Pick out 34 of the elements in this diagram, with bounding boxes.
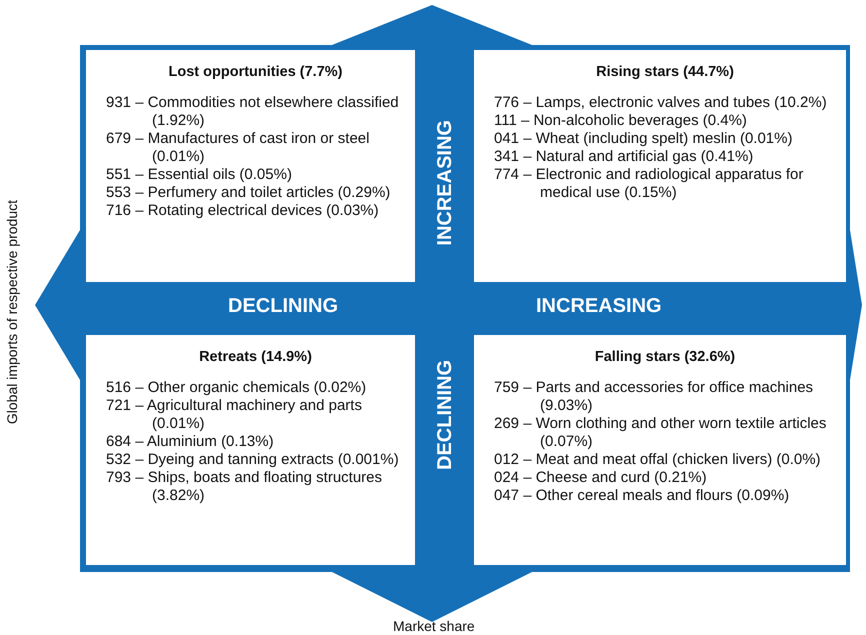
quadrant-heading: Rising stars (44.7%) — [595, 64, 735, 80]
list-item: 721 – Agricultural machinery and parts (0.01%) — [106, 397, 363, 433]
axis-direction-label: INCREASING — [536, 295, 662, 318]
quadrant-box — [86, 50, 415, 282]
list-item: 776 – Lamps, electronic valves and tubes (10.2%) — [494, 94, 828, 112]
list-item: 111 – Non-alcoholic beverages (0.4%) — [494, 112, 748, 130]
list-item: 759 – Parts and accessories for office machines (9.03%) — [494, 379, 814, 415]
quadrant-heading: Lost opportunities (7.7%) — [168, 64, 344, 80]
list-item: 516 – Other organic chemicals (0.02%) — [106, 379, 368, 397]
axis-title: Market share — [393, 618, 475, 634]
list-item: 024 – Cheese and curd (0.21%) — [494, 469, 708, 487]
quadrant-heading: Retreats (14.9%) — [198, 349, 313, 365]
list-item: 793 – Ships, boats and floating structures (3.82%) — [106, 469, 384, 505]
list-item: 341 – Natural and artificial gas (0.41%) — [494, 148, 754, 166]
list-item: 551 – Essential oils (0.05%) — [106, 166, 293, 184]
list-item: 774 – Electronic and radiological apparatus for medical use (0.15%) — [494, 166, 804, 202]
list-item: 931 – Commodities not elsewhere classified (1.92%) — [106, 94, 400, 130]
axis-title: Global imports of respective product — [4, 200, 20, 424]
axis-direction-label: DECLINING — [434, 360, 457, 470]
list-item: 684 – Aluminium (0.13%) — [106, 433, 275, 451]
quadrant-heading: Falling stars (32.6%) — [594, 349, 736, 365]
quadrant-box — [86, 335, 415, 565]
list-item: 012 – Meat and meat offal (chicken livers) (0.0%) — [494, 451, 822, 469]
list-item: 679 – Manufactures of cast iron or steel (0.01%) — [106, 130, 370, 166]
list-item: 041 – Wheat (including spelt) meslin (0.01%) — [494, 130, 794, 148]
quadrant-box — [474, 50, 846, 282]
list-item: 269 – Worn clothing and other worn textile articles (0.07%) — [494, 415, 828, 451]
axis-direction-label: INCREASING — [434, 120, 457, 246]
list-item: 553 – Perfumery and toilet articles (0.29%) — [106, 184, 392, 202]
list-item: 047 – Other cereal meals and flours (0.09%) — [494, 487, 790, 505]
list-item: 532 – Dyeing and tanning extracts (0.001%) — [106, 451, 400, 469]
axis-direction-label: DECLINING — [228, 295, 338, 318]
list-item: 716 – Rotating electrical devices (0.03%) — [106, 202, 380, 220]
quadrant-box — [474, 335, 846, 565]
